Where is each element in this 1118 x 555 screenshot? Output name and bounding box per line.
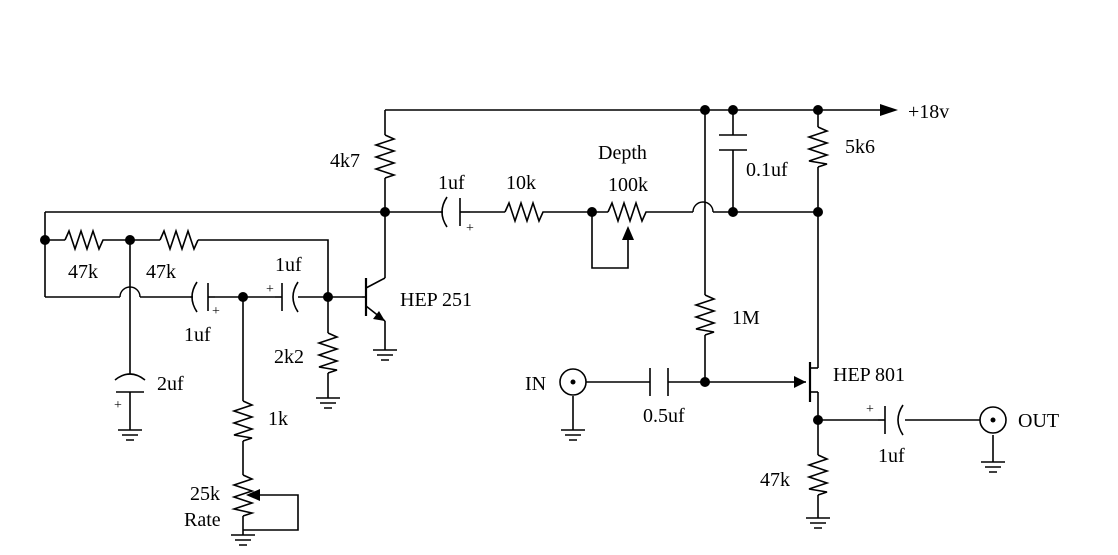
r-10k-label: 10k (506, 172, 536, 194)
depth-name-label: Depth (598, 142, 647, 164)
potentiometer-rate (231, 474, 260, 517)
input-label: IN (525, 373, 546, 395)
r-2k2-label: 2k2 (274, 346, 304, 368)
ground-symbols (118, 349, 1005, 546)
r-47k-c-label: 47k (760, 469, 790, 491)
c-1uf-top-label: 1uf (438, 172, 465, 194)
ground-rate (231, 534, 255, 546)
q2-label: HEP 801 (833, 364, 905, 386)
c-1uf-out-plus: + (866, 402, 874, 417)
rate-name-label: Rate (184, 509, 221, 531)
r-1k-label: 1k (268, 408, 288, 430)
r-4k7-label: 4k7 (330, 150, 360, 172)
c-1uf-low-plus: + (212, 304, 220, 319)
supply-arrow (880, 104, 898, 116)
capacitor-2uf (114, 371, 146, 393)
c-1uf-out-label: 1uf (878, 445, 905, 467)
c-1uf-top-plus: + (466, 221, 474, 236)
capacitor-1uf-top (440, 196, 470, 228)
capacitor-1uf-low (190, 281, 215, 313)
potentiometer-depth (607, 200, 650, 240)
c-2uf-label: 2uf (157, 373, 184, 395)
resistor-47k-c (806, 454, 830, 496)
input-jack (559, 368, 587, 396)
resistor-47k-b (159, 228, 199, 252)
depth-value-label: 100k (608, 174, 648, 196)
labels: +18v 4k7 5k6 0.1uf 1uf + 10k Depth 100k … (68, 101, 1059, 531)
r-47k-a-label: 47k (68, 261, 98, 283)
ground-out (981, 461, 1005, 473)
junction-dots (40, 105, 823, 425)
resistor-1k (231, 400, 255, 442)
capacitor-05uf (649, 368, 669, 396)
wires (44, 104, 994, 535)
capacitor-1uf-mid (275, 281, 299, 313)
ground-47k (806, 517, 830, 529)
resistor-1m (693, 294, 717, 336)
resistor-5k6 (806, 126, 830, 168)
r-47k-b-label: 47k (146, 261, 176, 283)
q1-emitter-arrow (373, 311, 385, 321)
output-jack (979, 406, 1007, 434)
rate-value-label: 25k (190, 483, 220, 505)
supply-label: +18v (908, 101, 949, 123)
ground-in (561, 429, 585, 441)
resistor-2k2 (316, 332, 340, 374)
rate-wiper-arrow (246, 489, 260, 501)
c-1uf-low-label: 1uf (184, 324, 211, 346)
c-1uf-mid-plus: + (266, 282, 274, 297)
depth-wiper-arrow (622, 226, 634, 240)
transistor-q1 (362, 277, 386, 322)
c-05uf-label: 0.5uf (643, 405, 685, 427)
capacitor-1uf-out (878, 404, 904, 436)
c-01uf-label: 0.1uf (746, 159, 788, 181)
c-2uf-plus: + (114, 398, 122, 413)
r-5k6-label: 5k6 (845, 136, 875, 158)
ground-q1 (373, 349, 397, 361)
ground-2k2 (316, 397, 340, 409)
c-1uf-mid-label: 1uf (275, 254, 302, 276)
output-label: OUT (1018, 410, 1059, 432)
r-1m-label: 1M (732, 307, 760, 329)
resistor-47k-a (64, 228, 105, 252)
resistor-4k7 (373, 134, 397, 179)
q1-label: HEP 251 (400, 289, 472, 311)
ground-2uf (118, 429, 142, 441)
resistor-10k (504, 200, 545, 224)
transistor-q2 (790, 362, 818, 402)
q2-gate-arrow (794, 376, 806, 388)
capacitor-01uf (719, 134, 747, 151)
